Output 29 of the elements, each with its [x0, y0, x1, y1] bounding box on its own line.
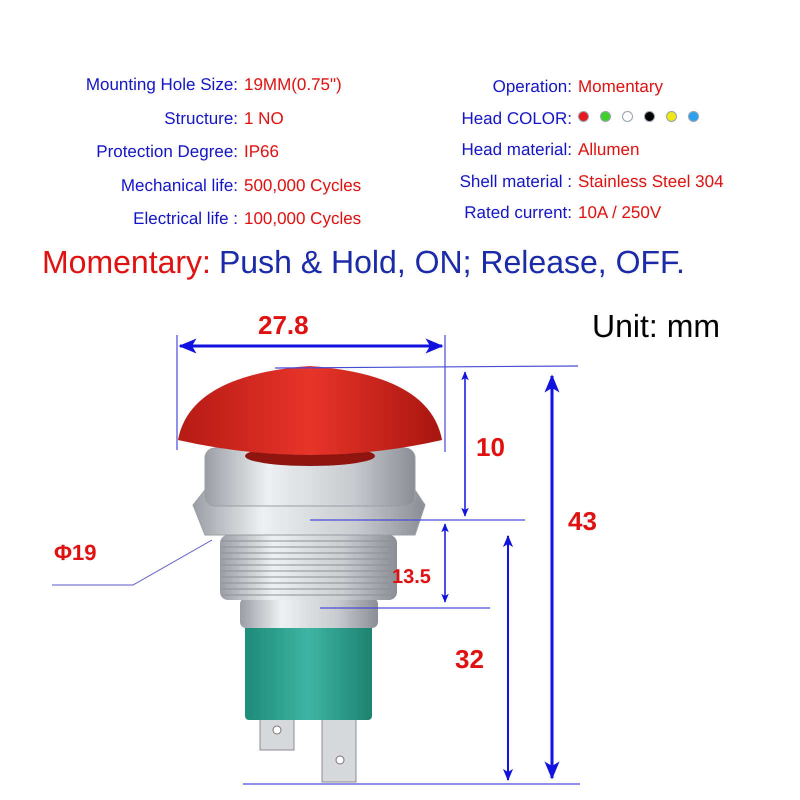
- spec-label: Head material:: [460, 139, 572, 161]
- leader-line: [52, 540, 212, 586]
- dimension-value: 43: [568, 505, 597, 538]
- spec-label: Rated current:: [463, 202, 572, 224]
- mode-description: Push & Hold, ON; Release, OFF.: [218, 243, 685, 282]
- spec-label: Mechanical life:: [120, 174, 238, 196]
- dimension-value: 27.8: [258, 309, 309, 342]
- spec-value: Momentary: [578, 76, 664, 98]
- spec-value: 500,000 Cycles: [244, 174, 362, 196]
- dimension-value: 13.5: [392, 565, 431, 590]
- diameter-label: Φ19: [53, 539, 98, 567]
- spec-value: 10A / 250V: [578, 202, 662, 224]
- mode-label: Momentary:: [42, 243, 211, 282]
- spec-label: Protection Degree:: [95, 141, 238, 163]
- spec-label: Shell material :: [458, 170, 572, 192]
- unit-label: Unit: mm: [592, 307, 720, 346]
- spec-value: Allumen: [578, 139, 640, 161]
- spec-value: Stainless Steel 304: [578, 170, 724, 192]
- dimension-value: 10: [476, 431, 505, 464]
- spec-value: IP66: [244, 141, 280, 163]
- spec-value: 19MM(0.75"): [244, 74, 343, 96]
- spec-label: Head COLOR:: [460, 108, 572, 130]
- spec-label: Operation:: [492, 76, 572, 98]
- spec-label: Structure:: [163, 108, 238, 130]
- spec-value: 100,000 Cycles: [244, 208, 362, 230]
- dimension-value: 32: [455, 643, 484, 676]
- spec-label: Electrical life :: [132, 208, 238, 230]
- spec-label: Mounting Hole Size:: [84, 74, 238, 96]
- spec-value: 1 NO: [244, 108, 285, 130]
